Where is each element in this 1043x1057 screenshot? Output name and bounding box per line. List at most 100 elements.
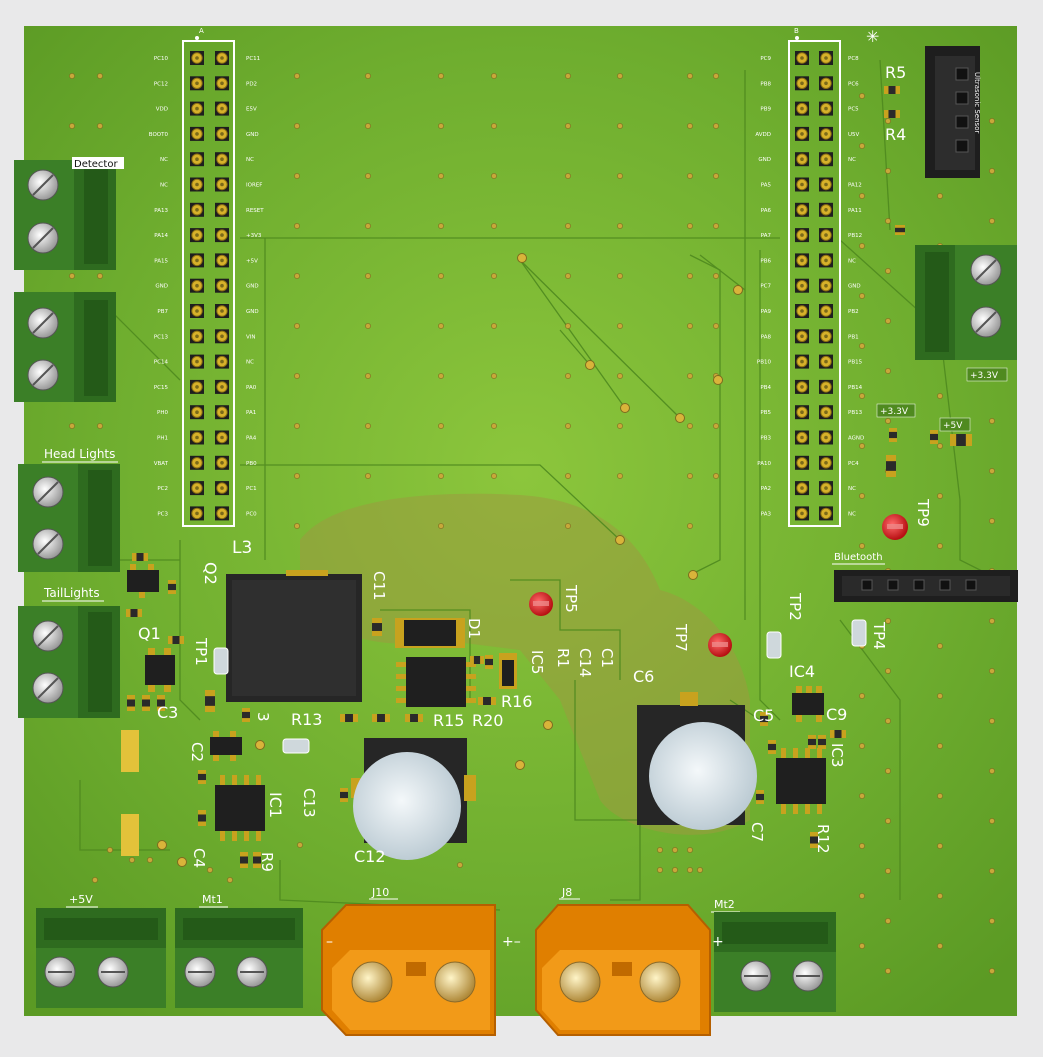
smd-passives[interactable] — [126, 86, 972, 868]
smd-component[interactable] — [372, 714, 390, 722]
pin-hole — [220, 258, 224, 263]
testpoint-tp1[interactable] — [213, 647, 229, 675]
header-pin-label: PC14 — [154, 360, 169, 366]
transistor-q1[interactable] — [145, 648, 175, 692]
smd-component[interactable] — [930, 430, 938, 444]
smd-component[interactable] — [756, 790, 764, 804]
via — [885, 268, 891, 274]
terminal-mt2[interactable] — [714, 912, 836, 1012]
smd-component[interactable] — [768, 740, 776, 754]
ultrasonic-sensor-header[interactable] — [925, 46, 980, 178]
via — [859, 243, 865, 249]
smd-component[interactable] — [760, 712, 768, 726]
terminal-tail-lights[interactable] — [18, 606, 120, 718]
smd-component[interactable] — [157, 695, 165, 711]
smd-component[interactable] — [950, 434, 972, 446]
diode-r16-area[interactable] — [499, 653, 517, 689]
designator-l3: L3 — [232, 538, 252, 558]
smd-component[interactable] — [340, 788, 348, 802]
xt60-j10[interactable] — [321, 904, 496, 1036]
smd-component[interactable] — [168, 636, 184, 644]
smd-component[interactable] — [830, 730, 846, 738]
testpoint-tp2[interactable] — [766, 631, 782, 659]
smd-component[interactable] — [340, 714, 358, 722]
smd-component[interactable] — [895, 225, 905, 235]
diode-d1[interactable] — [395, 618, 465, 648]
via — [859, 143, 865, 149]
testpoint-tp4[interactable] — [851, 619, 867, 647]
via — [294, 373, 300, 379]
pin-hole — [195, 359, 199, 364]
electrolytic-cap-c12[interactable] — [351, 738, 476, 860]
smd-component[interactable] — [253, 852, 261, 868]
via — [294, 73, 300, 79]
transistor-top-left[interactable] — [127, 564, 159, 598]
smd-component[interactable] — [372, 618, 382, 636]
designator-c13: C13 — [300, 788, 318, 818]
testpoint-tp9[interactable] — [882, 514, 908, 540]
smd-component[interactable] — [470, 656, 484, 664]
smd-component[interactable] — [126, 609, 142, 617]
smd-component[interactable] — [810, 832, 818, 848]
terminal-detector-bottom[interactable] — [14, 292, 116, 402]
smd-component[interactable] — [205, 690, 215, 712]
smd-component[interactable] — [198, 770, 206, 784]
xt60-j8[interactable] — [535, 904, 711, 1036]
ic-ic3-soic[interactable] — [776, 748, 826, 814]
via — [207, 867, 213, 873]
testpoint-p3[interactable] — [282, 738, 310, 754]
header-left[interactable]: A PC10PC12VDDBOOT0NCNCPA13PA14PA15GNDPB7… — [149, 27, 264, 527]
via — [989, 668, 995, 674]
pin-hole — [195, 157, 199, 161]
smd-component[interactable] — [142, 695, 150, 711]
ic-ic1-soic[interactable] — [215, 775, 265, 841]
header-pin-label: U5V — [848, 132, 860, 138]
smd-component[interactable] — [168, 580, 176, 594]
electrolytic-cap-c6[interactable] — [637, 692, 757, 830]
bluetooth-header[interactable] — [834, 570, 1018, 602]
smd-component[interactable] — [808, 735, 816, 749]
testpoint-tp7[interactable] — [708, 633, 732, 657]
via — [859, 793, 865, 799]
header-pin-label: PA4 — [246, 436, 257, 442]
via — [565, 373, 571, 379]
label-plus5v-connector: +5V — [69, 893, 93, 906]
smd-component[interactable] — [240, 852, 248, 868]
inductor-l3[interactable] — [226, 570, 362, 702]
smd-component[interactable] — [818, 735, 826, 749]
designator-c1: C1 — [598, 648, 616, 668]
via — [565, 523, 571, 529]
pin-hole — [220, 410, 224, 415]
ic-c2-sot[interactable] — [210, 731, 242, 761]
ic-ic4-sot[interactable] — [792, 686, 824, 722]
smd-component[interactable] — [198, 810, 206, 826]
pin-hole — [824, 233, 828, 237]
terminal-detector-top[interactable] — [14, 160, 116, 270]
header-right[interactable]: B PC9PB8PB9AVDDGNDPA5PA6PA7PB6PC7PA9PA8P… — [755, 27, 864, 527]
terminal-plus5v[interactable] — [36, 908, 166, 1008]
header-right-outline — [788, 40, 841, 527]
testpoint-tp5[interactable] — [529, 592, 553, 616]
via — [365, 373, 371, 379]
star-marker: ✳ — [866, 27, 879, 46]
smd-component[interactable] — [405, 714, 423, 722]
terminal-right-power[interactable] — [915, 245, 1017, 360]
smd-component[interactable] — [884, 86, 900, 94]
smd-component[interactable] — [884, 110, 900, 118]
smd-component[interactable] — [478, 697, 496, 705]
via-large — [255, 740, 265, 750]
smd-component[interactable] — [889, 428, 897, 442]
header-left-pins[interactable] — [190, 51, 229, 521]
smd-component[interactable] — [485, 655, 493, 669]
header-pin-label: PA5 — [761, 183, 772, 189]
smd-component[interactable] — [886, 455, 896, 477]
smd-component[interactable] — [127, 695, 135, 711]
smd-component[interactable] — [132, 553, 148, 561]
terminal-mt1[interactable] — [175, 908, 303, 1008]
terminal-head-lights[interactable] — [18, 464, 120, 572]
pin-hole — [220, 435, 224, 440]
header-right-pins[interactable] — [795, 51, 833, 521]
ic-ic5-soic[interactable] — [396, 657, 476, 707]
smd-component[interactable] — [242, 708, 250, 722]
via-large — [675, 413, 685, 423]
